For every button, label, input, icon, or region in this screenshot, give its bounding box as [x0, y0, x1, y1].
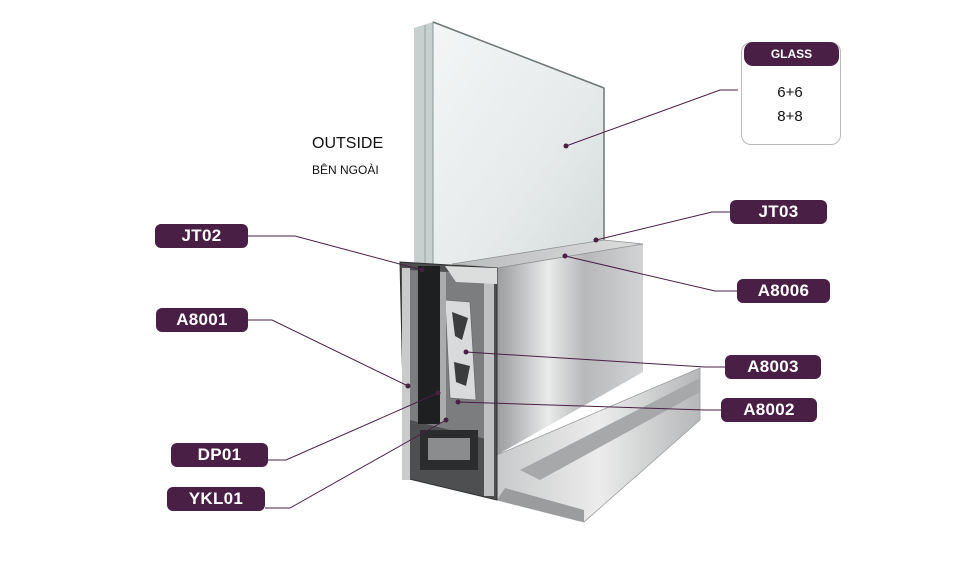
part-label-a8003: A8003: [725, 355, 821, 379]
leader-jt02: [248, 235, 423, 271]
leader-a8002: [457, 401, 721, 411]
glass-spec-value: 6+6: [777, 84, 803, 101]
leader-a8006: [564, 255, 737, 292]
leader-a8003: [465, 351, 725, 368]
leader-jt03: [595, 211, 730, 241]
part-label-dp01: DP01: [171, 443, 268, 467]
glass-panel: [414, 21, 605, 271]
glass-spec-header: GLASS: [744, 42, 839, 66]
leader-a8001: [248, 319, 409, 387]
leader-glass: [565, 89, 738, 147]
leader-lines: [248, 89, 738, 509]
part-label-jt02: JT02: [155, 224, 248, 248]
outside-label: OUTSIDE: [312, 135, 384, 152]
glass-spec-value: 8+8: [777, 108, 803, 125]
aluminium-profile: [399, 239, 701, 523]
part-label-a8006: A8006: [737, 279, 830, 303]
part-label-a8001: A8001: [156, 308, 248, 332]
leader-dp01: [268, 392, 439, 461]
part-label-a8002: A8002: [721, 398, 817, 422]
part-label-ykl01: YKL01: [167, 487, 265, 511]
leader-ykl01: [265, 419, 447, 509]
leader-dots: [405, 143, 599, 423]
part-label-jt03: JT03: [730, 200, 827, 224]
outside-label-vi: BÊN NGOÀI: [312, 163, 379, 177]
